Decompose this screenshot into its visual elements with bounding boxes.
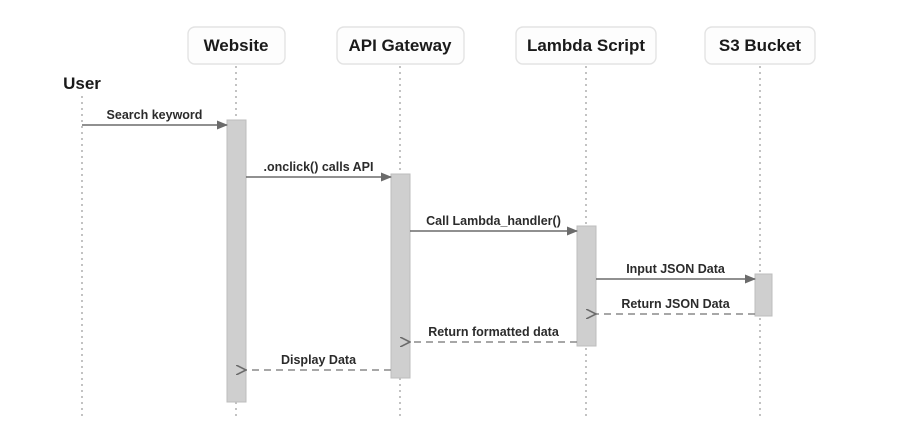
participant-website[interactable]: Website: [187, 26, 286, 65]
message-label-5: Return JSON Data: [621, 297, 730, 311]
participant-label-lambda: Lambda Script: [527, 36, 645, 55]
participant-api[interactable]: API Gateway: [336, 26, 465, 65]
participant-user[interactable]: User: [63, 74, 101, 93]
message-7[interactable]: Display Data: [246, 353, 391, 370]
participant-label-user: User: [63, 74, 101, 93]
message-label-1: Search keyword: [107, 108, 203, 122]
messages-layer: Search keyword .onclick() calls API Call L…: [82, 108, 756, 370]
message-5[interactable]: Return JSON Data: [596, 297, 755, 314]
participant-lambda[interactable]: Lambda Script: [515, 26, 657, 65]
message-1[interactable]: Search keyword: [82, 108, 228, 130]
participant-box-lambda: [515, 26, 657, 65]
activation-bar-lambda: [576, 225, 597, 347]
message-label-7: Display Data: [281, 353, 357, 367]
message-3[interactable]: Call Lambda_handler(): [410, 214, 578, 236]
participant-box-api: [336, 26, 465, 65]
participant-s3[interactable]: S3 Bucket: [704, 26, 816, 65]
activation-bar-website: [226, 119, 247, 403]
activation-bar-s3: [754, 273, 773, 317]
message-2[interactable]: .onclick() calls API: [246, 160, 392, 182]
participant-label-website: Website: [204, 36, 269, 55]
message-label-3: Call Lambda_handler(): [426, 214, 561, 228]
participant-label-api: API Gateway: [349, 36, 453, 55]
message-label-2: .onclick() calls API: [264, 160, 374, 174]
participant-label-s3: S3 Bucket: [719, 36, 802, 55]
message-label-6: Return formatted data: [428, 325, 560, 339]
message-6[interactable]: Return formatted data: [410, 325, 577, 342]
participant-box-website: [187, 26, 286, 65]
message-4[interactable]: Input JSON Data: [596, 262, 756, 284]
participant-box-s3: [704, 26, 816, 65]
activation-bar-api: [390, 173, 411, 379]
message-label-4: Input JSON Data: [626, 262, 726, 276]
actor-boxes-layer: User Website API Gateway Lambda Script S3 Bu…: [63, 26, 816, 93]
